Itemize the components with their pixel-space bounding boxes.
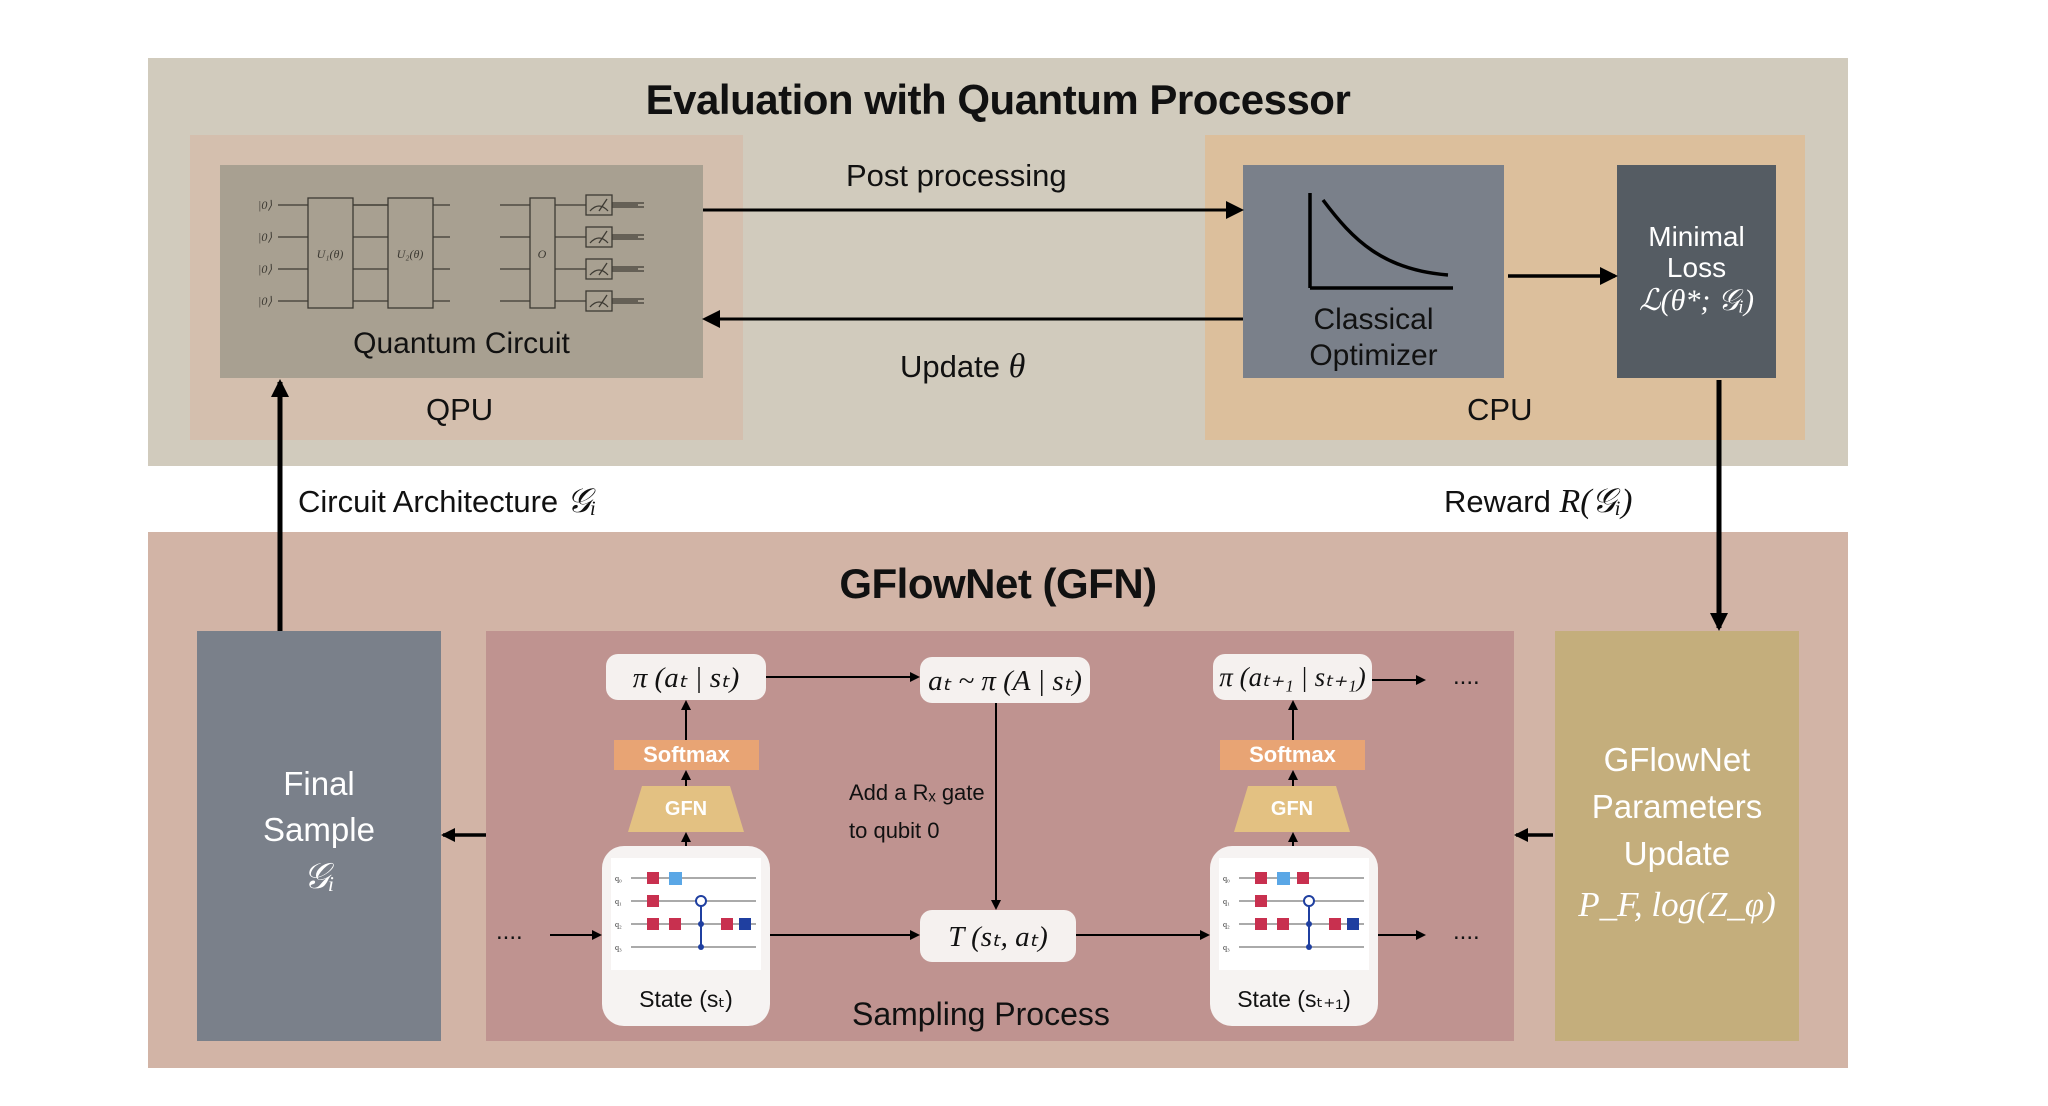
minimal-loss-box: Minimal Loss ℒ(θ*; 𝒢ᵢ) (1617, 165, 1776, 378)
classical-optimizer-box: Classical Optimizer (1243, 165, 1504, 378)
loss-formula: ℒ(θ*; 𝒢ᵢ) (1639, 284, 1754, 317)
qpu-label: QPU (426, 392, 494, 427)
post-processing-label: Post processing (846, 158, 1067, 193)
theta-symbol: θ (1008, 348, 1026, 385)
evaluation-title: Evaluation with Quantum Processor (645, 76, 1351, 123)
reward-symbol: R(𝒢ᵢ) (1559, 483, 1633, 520)
ellipsis-left: .... (496, 918, 523, 945)
quantum-circuit-diagram: |0⟩ |0⟩ |0⟩ |0⟩ U₁(θ) U₂(θ) O (258, 194, 644, 312)
mini-qubit-t1-1: q₁ (1223, 897, 1230, 906)
state-t1-circuit: q₀ q₁ q₂ q₃ (1219, 858, 1369, 970)
qubit-ket-1: |0⟩ (258, 230, 272, 244)
optimizer-line2: Optimizer (1309, 339, 1438, 372)
qubit-ket-0: |0⟩ (258, 198, 272, 212)
reward-text: Reward (1444, 484, 1551, 519)
final-sample-box: Final Sample 𝒢ᵢ (197, 631, 441, 1041)
state-t-label: State (sₜ) (639, 986, 733, 1012)
gflownet-title: GFlowNet (GFN) (839, 560, 1157, 607)
params-line1: GFlowNet (1603, 741, 1751, 778)
add-gate-line1: Add a Rₓ gate (849, 780, 985, 805)
gfn-block-t1: GFN (1234, 786, 1350, 832)
gfn-block-t: GFN (628, 786, 744, 832)
circuit-architecture-symbol: 𝒢ᵢ (566, 483, 597, 520)
loss-line2: Loss (1666, 252, 1727, 283)
mini-qubit-t1-2: q₂ (1223, 920, 1230, 929)
policy-t1-pill: π (aₜ₊₁ | sₜ₊₁) (1213, 654, 1372, 700)
mini-qubit-3: q₃ (615, 943, 622, 952)
mini-qubit-1: q₁ (615, 897, 622, 906)
mini-qubit-0: q₀ (615, 874, 622, 883)
gate-o: O (538, 247, 547, 261)
quantum-circuit-box: |0⟩ |0⟩ |0⟩ |0⟩ U₁(θ) U₂(θ) O Quantum Ci… (220, 165, 703, 378)
sampling-process-label: Sampling Process (852, 996, 1110, 1032)
loss-curve-icon (1308, 193, 1453, 290)
state-t-card: q₀ q₁ q₂ q₃ State (sₜ) (602, 846, 770, 1026)
ellipsis-right-top: .... (1453, 663, 1480, 690)
params-line3: Update (1623, 835, 1731, 872)
params-formula: P_F, log(Z_φ) (1578, 885, 1776, 924)
final-sample-line1: Final (283, 765, 355, 802)
mini-qubit-t1-3: q₃ (1223, 943, 1230, 952)
state-t1-card: q₀ q₁ q₂ q₃ State (sₜ₊₁) (1210, 846, 1378, 1026)
mini-qubit-2: q₂ (615, 920, 622, 929)
loss-line1: Minimal (1648, 221, 1745, 252)
circuit-architecture-label: Circuit Architecture 𝒢ᵢ (298, 483, 596, 521)
softmax-block-t: Softmax (614, 740, 759, 770)
softmax-block-t1: Softmax (1220, 740, 1365, 770)
qubit-ket-2: |0⟩ (258, 262, 272, 276)
update-text: Update (900, 349, 1000, 384)
gfn-block-t1-label: GFN (1270, 797, 1314, 820)
cpu-label: CPU (1467, 392, 1533, 427)
action-sample-pill: aₜ ~ π (A | sₜ) (920, 657, 1090, 703)
optimizer-line1: Classical (1313, 303, 1434, 336)
final-sample-line2: Sample (263, 811, 375, 848)
gate-u2: U₂(θ) (397, 247, 424, 261)
qubit-ket-3: |0⟩ (258, 294, 272, 308)
circuit-architecture-text: Circuit Architecture (298, 484, 559, 519)
policy-t-pill: π (aₜ | sₜ) (606, 654, 766, 700)
state-t1-label: State (sₜ₊₁) (1237, 986, 1351, 1012)
optimizer-label: Classical Optimizer (1243, 302, 1504, 374)
update-theta-label: Update θ (900, 348, 1025, 386)
add-gate-annotation: Add a Rₓ gate to qubit 0 (849, 774, 985, 850)
gfn-block-t-label: GFN (664, 797, 708, 820)
mini-qubit-t1-0: q₀ (1223, 874, 1230, 883)
state-t-circuit: q₀ q₁ q₂ q₃ (611, 858, 761, 970)
quantum-circuit-label: Quantum Circuit (353, 327, 570, 360)
parameters-update-box: GFlowNet Parameters Update P_F, log(Z_φ) (1555, 631, 1799, 1041)
add-gate-line2: to qubit 0 (849, 818, 940, 843)
reward-label: Reward R(𝒢ᵢ) (1444, 483, 1632, 521)
params-line2: Parameters (1591, 788, 1763, 825)
gate-u1: U₁(θ) (317, 247, 344, 261)
final-sample-symbol: 𝒢ᵢ (303, 856, 335, 896)
transition-pill: T (sₜ, aₜ) (920, 910, 1076, 962)
ellipsis-right-bottom: .... (1453, 918, 1480, 945)
